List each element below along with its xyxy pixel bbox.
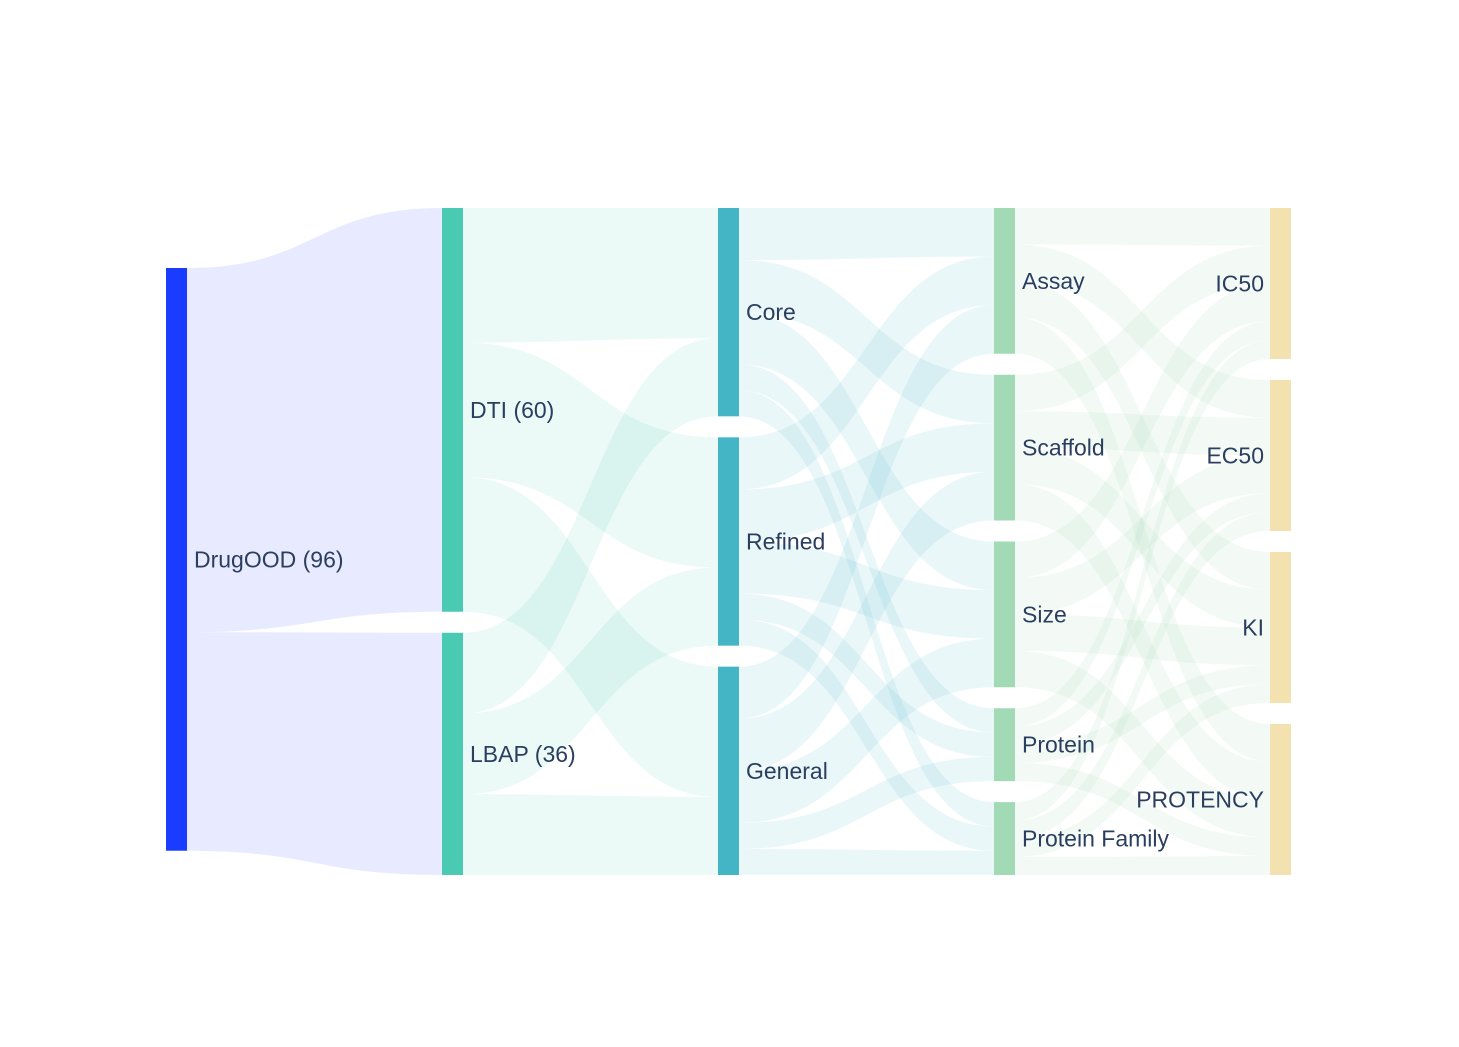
link-core-to-assay[interactable] [739, 208, 994, 261]
node-label-refined: Refined [746, 529, 825, 555]
link-lbap-to-general[interactable] [463, 794, 718, 875]
node-size[interactable] [994, 541, 1015, 688]
node-label-core: Core [746, 299, 796, 325]
link-protein-to-ki[interactable] [1015, 665, 1270, 763]
node-ec50[interactable] [1270, 380, 1291, 531]
link-drugood-to-dti[interactable] [187, 208, 442, 633]
node-label-dti: DTI (60) [470, 397, 554, 423]
link-refined-to-assay[interactable] [739, 256, 994, 490]
link-assay-to-ki[interactable] [1015, 280, 1270, 590]
node-ic50[interactable] [1270, 208, 1291, 359]
link-core-to-protein_family[interactable] [739, 390, 994, 827]
node-label-lbap: LBAP (36) [470, 741, 576, 767]
link-protein-to-ic50[interactable] [1015, 321, 1270, 727]
node-assay[interactable] [994, 208, 1015, 354]
link-protein_family-to-potency[interactable] [1015, 856, 1270, 875]
link-protein_family-to-ki[interactable] [1015, 684, 1270, 857]
link-size-to-potency[interactable] [1015, 650, 1270, 838]
link-dti-to-core[interactable] [463, 208, 718, 343]
link-protein-to-ec50[interactable] [1015, 493, 1270, 745]
link-dti-to-general[interactable] [463, 477, 718, 797]
node-label-assay: Assay [1022, 268, 1085, 294]
link-refined-to-scaffold[interactable] [739, 423, 994, 542]
link-size-to-ki[interactable] [1015, 614, 1270, 666]
link-dti-to-refined[interactable] [463, 342, 718, 568]
links-layer [187, 208, 1270, 875]
node-label-scaffold: Scaffold [1022, 435, 1105, 461]
node-potency[interactable] [1270, 724, 1291, 875]
node-dti[interactable] [442, 208, 463, 612]
link-protein_family-to-ec50[interactable] [1015, 512, 1270, 839]
link-size-to-ic50[interactable] [1015, 283, 1270, 578]
link-refined-to-protein_family[interactable] [739, 619, 994, 851]
link-refined-to-size[interactable] [739, 541, 994, 639]
node-lbap[interactable] [442, 632, 463, 875]
node-label-general: General [746, 758, 828, 784]
link-assay-to-ic50[interactable] [1015, 208, 1270, 246]
node-label-drugood: DrugOOD (96) [194, 546, 344, 572]
link-size-to-ec50[interactable] [1015, 455, 1270, 615]
node-label-ic50: IC50 [1215, 271, 1264, 297]
node-scaffold[interactable] [994, 374, 1015, 521]
link-lbap-to-refined[interactable] [463, 567, 718, 795]
link-general-to-assay[interactable] [739, 305, 994, 719]
link-refined-to-protein[interactable] [739, 593, 994, 757]
link-scaffold-to-potency[interactable] [1015, 484, 1270, 800]
link-scaffold-to-ki[interactable] [1015, 447, 1270, 628]
link-core-to-scaffold[interactable] [739, 260, 994, 424]
link-general-to-scaffold[interactable] [739, 471, 994, 771]
link-assay-to-ec50[interactable] [1015, 244, 1270, 418]
node-label-size: Size [1022, 601, 1067, 627]
link-drugood-to-lbap[interactable] [187, 632, 442, 875]
link-lbap-to-core[interactable] [463, 338, 718, 714]
link-general-to-size[interactable] [739, 638, 994, 823]
node-general[interactable] [718, 666, 739, 875]
link-assay-to-potency[interactable] [1015, 317, 1270, 762]
link-core-to-size[interactable] [739, 312, 994, 591]
node-label-ec50: EC50 [1206, 443, 1264, 469]
node-label-ki: KI [1242, 615, 1264, 641]
link-protein_family-to-ic50[interactable] [1015, 340, 1270, 821]
labels-layer: DrugOOD (96) DTI (60) LBAP (36) CoreRefined… [194, 268, 1264, 852]
node-label-protein_family: Protein Family [1022, 826, 1169, 852]
node-label-potency: PROTENCY [1136, 787, 1264, 813]
node-refined[interactable] [718, 437, 739, 646]
link-general-to-protein_family[interactable] [739, 848, 994, 875]
node-protein[interactable] [994, 708, 1015, 782]
node-label-protein: Protein [1022, 732, 1095, 758]
node-protein_family[interactable] [994, 802, 1015, 875]
link-scaffold-to-ic50[interactable] [1015, 245, 1270, 412]
node-ki[interactable] [1270, 552, 1291, 703]
link-protein-to-potency[interactable] [1015, 762, 1270, 857]
node-drugood[interactable] [166, 268, 187, 851]
link-general-to-protein[interactable] [739, 756, 994, 849]
link-scaffold-to-ec50[interactable] [1015, 411, 1270, 456]
node-core[interactable] [718, 208, 739, 417]
link-core-to-protein[interactable] [739, 364, 994, 733]
nodes-layer [166, 208, 1291, 875]
